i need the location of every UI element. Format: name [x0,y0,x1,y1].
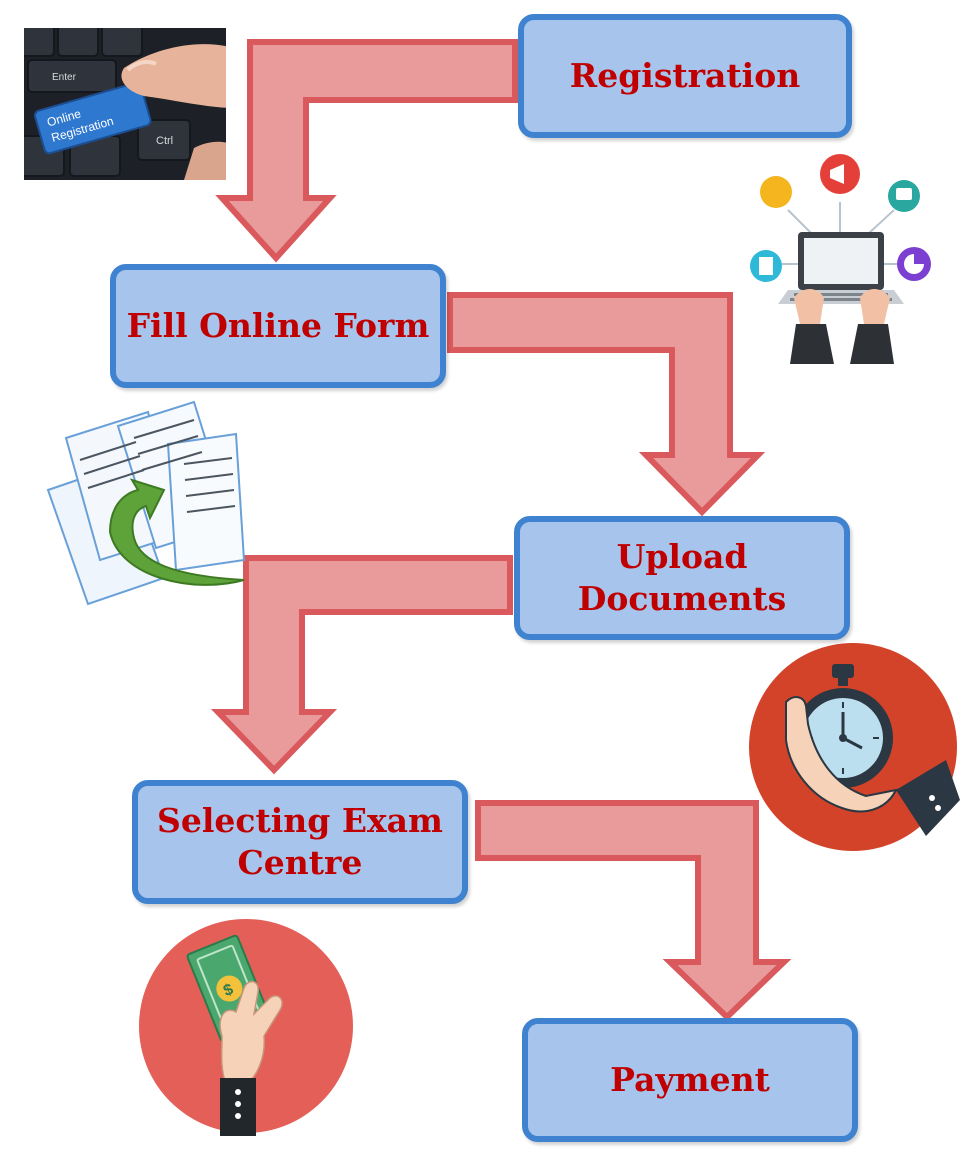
step-payment: Payment [522,1018,858,1142]
step-label: Fill Online Form [126,305,430,345]
step-label: Upload Documents [577,536,787,618]
stopwatch-hand-icon [749,643,960,851]
step-upload-documents: Upload Documents [514,516,850,640]
photo-key-ctrl: Ctrl [156,135,173,147]
photo-key-enter: Enter [52,72,77,83]
step-selecting-exam-centre: Selecting Exam Centre [132,780,468,904]
step-label: Registration [569,55,801,95]
flow-arrow-4 [475,800,792,1022]
flow-arrow-1 [215,39,518,263]
cash-payment-hand-icon: $ [139,919,353,1136]
step-label: Payment [610,1059,770,1099]
laptop-network-icon [750,154,931,364]
flow-arrow-2 [447,292,766,517]
step-registration: Registration [518,14,852,138]
flow-arrow-3 [210,555,513,775]
documents-upload-icon [46,400,246,606]
online-registration-photo: Enter Ctrl Online Registration [24,28,226,180]
step-fill-online-form: Fill Online Form [110,264,446,388]
step-label: Selecting Exam Centre [157,800,443,882]
